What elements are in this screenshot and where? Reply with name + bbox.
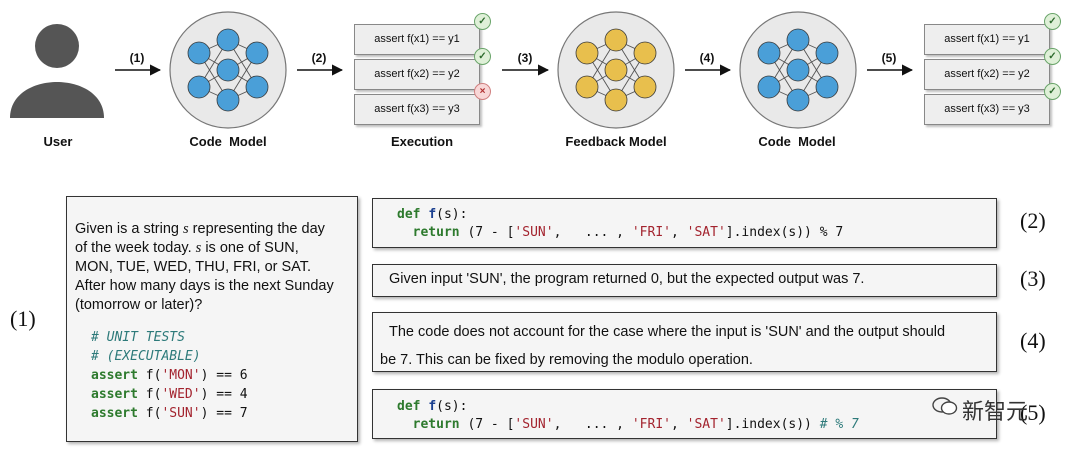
feedback-model-icon <box>557 11 675 129</box>
user-icon <box>10 24 104 118</box>
fixed-def-line: def f(s): <box>397 399 468 414</box>
pipeline-diagram <box>10 11 914 129</box>
label-2: (2) <box>1020 208 1046 233</box>
nl-feedback-panel: The code does not account for the case w… <box>372 312 997 372</box>
network-node <box>757 75 781 99</box>
step-label-2: (2) <box>311 51 327 65</box>
execution-assert-2: assert f(x2) == y2 <box>354 59 480 90</box>
final-assert-2: assert f(x2) == y2 <box>924 59 1050 90</box>
network-node <box>216 88 240 112</box>
final-assert-1: assert f(x1) == y1 <box>924 24 1050 55</box>
label-1: (1) <box>10 306 36 331</box>
network-node <box>815 41 839 65</box>
test-comment-1: # UNIT TESTS <box>91 330 185 345</box>
execution-feedback-text: Given input 'SUN', the program returned … <box>389 271 865 287</box>
nl-feedback-text: The code does not account for the case w… <box>380 324 946 368</box>
test-row-2: assert f('WED') == 4 <box>91 387 248 402</box>
test-row-3: assert f('SUN') == 7 <box>91 406 248 421</box>
network-node <box>786 58 810 82</box>
test-comment-2: # (EXECUTABLE) <box>91 349 201 364</box>
wechat-icon <box>932 396 958 416</box>
final-assert-3: assert f(x3) == y3 <box>924 94 1050 125</box>
cross-icon: × <box>474 83 491 100</box>
check-icon: ✓ <box>1044 48 1061 65</box>
label-4: (4) <box>1020 328 1046 353</box>
network-node <box>216 58 240 82</box>
step-label-1: (1) <box>129 51 145 65</box>
network-node <box>757 41 781 65</box>
code-return-line: return (7 - ['SUN', ... , 'FRI', 'SAT'].… <box>412 225 844 240</box>
network-node <box>575 75 599 99</box>
unit-tests: # UNIT TESTS # (EXECUTABLE) assert f('MO… <box>91 328 248 423</box>
fixed-return-line: return (7 - ['SUN', ... , 'FRI', 'SAT'].… <box>412 417 859 432</box>
network-node <box>633 41 657 65</box>
network-node <box>575 41 599 65</box>
execution-assert-1: assert f(x1) == y1 <box>354 24 480 55</box>
check-icon: ✓ <box>474 13 491 30</box>
network-node <box>216 28 240 52</box>
execution-feedback-panel: Given input 'SUN', the program returned … <box>372 264 997 297</box>
label-5: (5) <box>1020 400 1046 425</box>
caption-feedback-model: Feedback Model <box>565 134 667 149</box>
test-row-1: assert f('MON') == 6 <box>91 368 248 383</box>
check-icon: ✓ <box>474 48 491 65</box>
caption-user: User <box>43 134 73 149</box>
fixed-code-panel: def f(s): return (7 - ['SUN', ... , 'FRI… <box>372 389 997 439</box>
execution-assert-3: assert f(x3) == y3 <box>354 94 480 125</box>
step-label-5: (5) <box>881 51 897 65</box>
caption-code-model-1: Code Model <box>189 134 267 149</box>
network-node <box>245 41 269 65</box>
network-node <box>786 28 810 52</box>
watermark: 新智元 <box>962 400 1029 425</box>
code-model-icon <box>169 11 287 129</box>
problem-statement: Given is a string s representing the day… <box>75 221 334 313</box>
network-node <box>604 58 628 82</box>
caption-code-model-2: Code Model <box>758 134 836 149</box>
network-node <box>786 88 810 112</box>
network-node <box>187 41 211 65</box>
code-def-line: def f(s): <box>397 207 468 222</box>
code-model-icon <box>739 11 857 129</box>
check-icon: ✓ <box>1044 13 1061 30</box>
check-icon: ✓ <box>1044 83 1061 100</box>
network-node <box>815 75 839 99</box>
network-node <box>187 75 211 99</box>
step-label-4: (4) <box>699 51 715 65</box>
problem-panel: Given is a string s representing the day… <box>66 196 358 442</box>
step-label-3: (3) <box>517 51 533 65</box>
network-node <box>633 75 657 99</box>
label-3: (3) <box>1020 266 1046 291</box>
network-node <box>245 75 269 99</box>
network-node <box>604 28 628 52</box>
network-node <box>604 88 628 112</box>
initial-code-panel: def f(s): return (7 - ['SUN', ... , 'FRI… <box>372 198 997 248</box>
caption-execution: Execution <box>390 134 454 149</box>
